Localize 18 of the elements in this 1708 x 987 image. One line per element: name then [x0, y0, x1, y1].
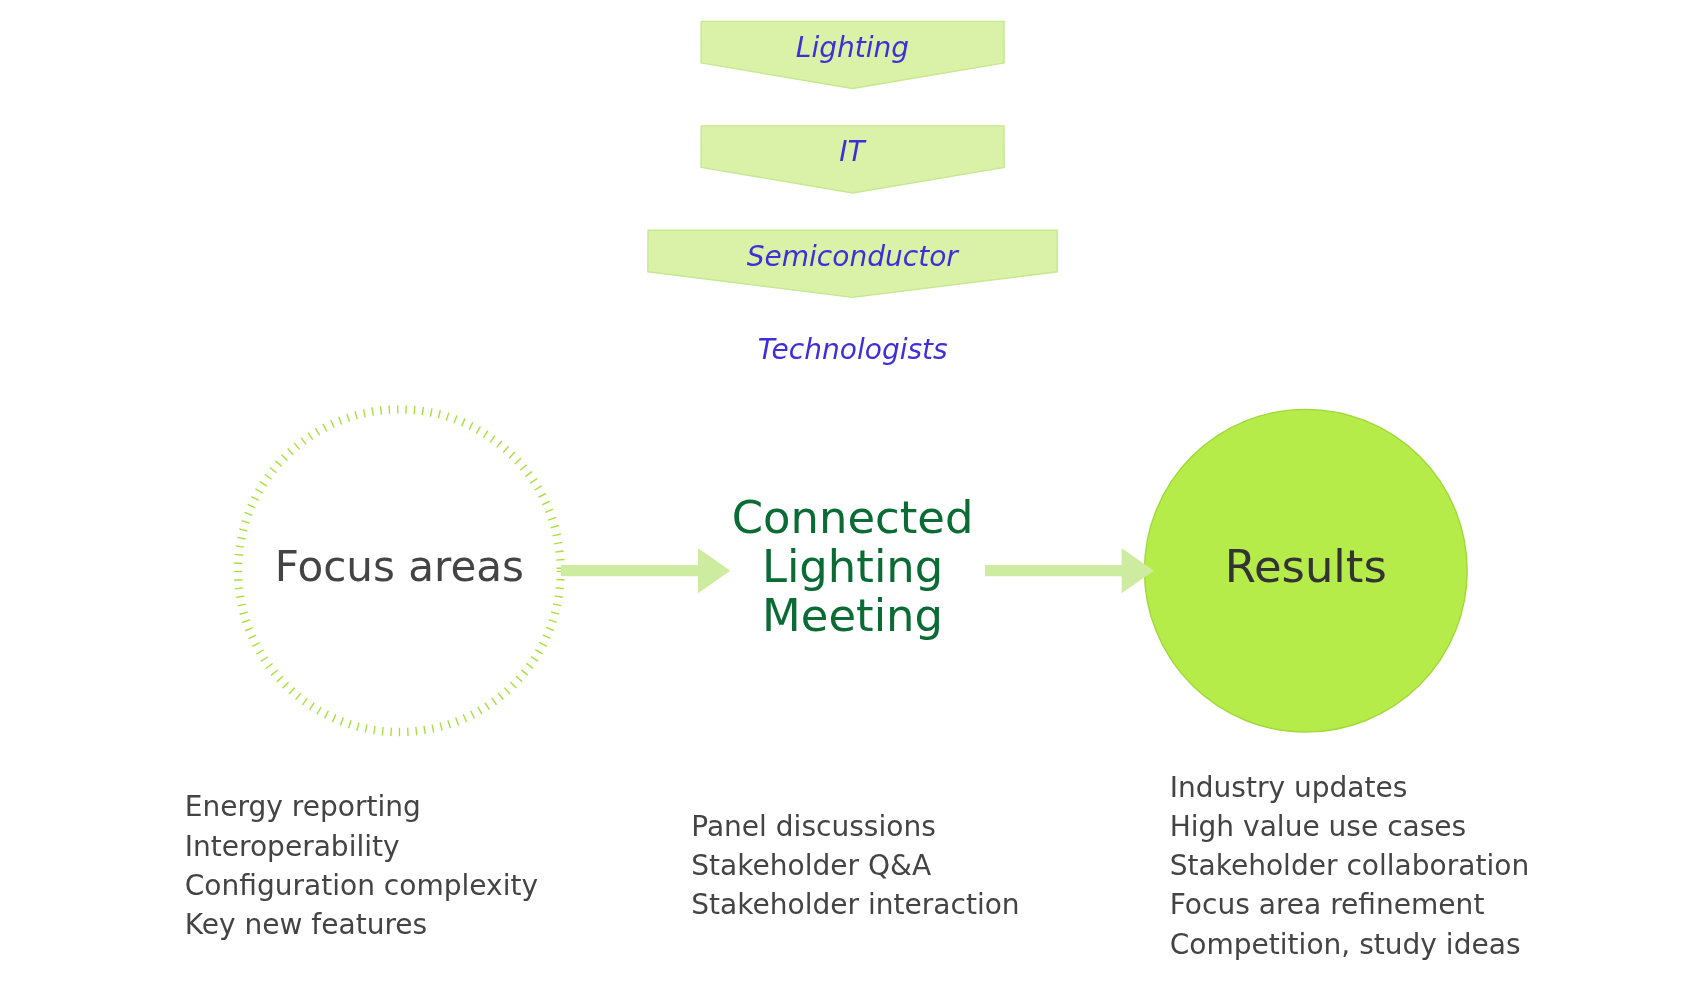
- arrow: [984, 547, 1154, 593]
- node-label: Configuration complexity: [184, 868, 539, 902]
- node-label: Stakeholder interaction: [691, 887, 1020, 921]
- node-circle: Results: [1143, 408, 1468, 733]
- node-label: Key new features: [184, 907, 428, 941]
- node-label: Focus area refinement: [1169, 887, 1485, 921]
- node-label: Stakeholder Q&A: [691, 848, 932, 882]
- node-text: Connected Lighting Meeting: [731, 490, 974, 642]
- node-label: Energy reporting: [184, 789, 421, 823]
- node-circle: Focus areas: [233, 404, 565, 736]
- node-label: Stakeholder collaboration: [1169, 848, 1530, 882]
- node-label: Competition, study ideas: [1169, 927, 1521, 961]
- arrow: [560, 547, 731, 593]
- node-label: High value use cases: [1169, 809, 1467, 843]
- node-label: Industry updates: [1169, 770, 1408, 804]
- node-text: Technologists: [757, 332, 948, 366]
- node-label: Panel discussions: [691, 809, 936, 843]
- node-label: Interoperability: [184, 829, 400, 863]
